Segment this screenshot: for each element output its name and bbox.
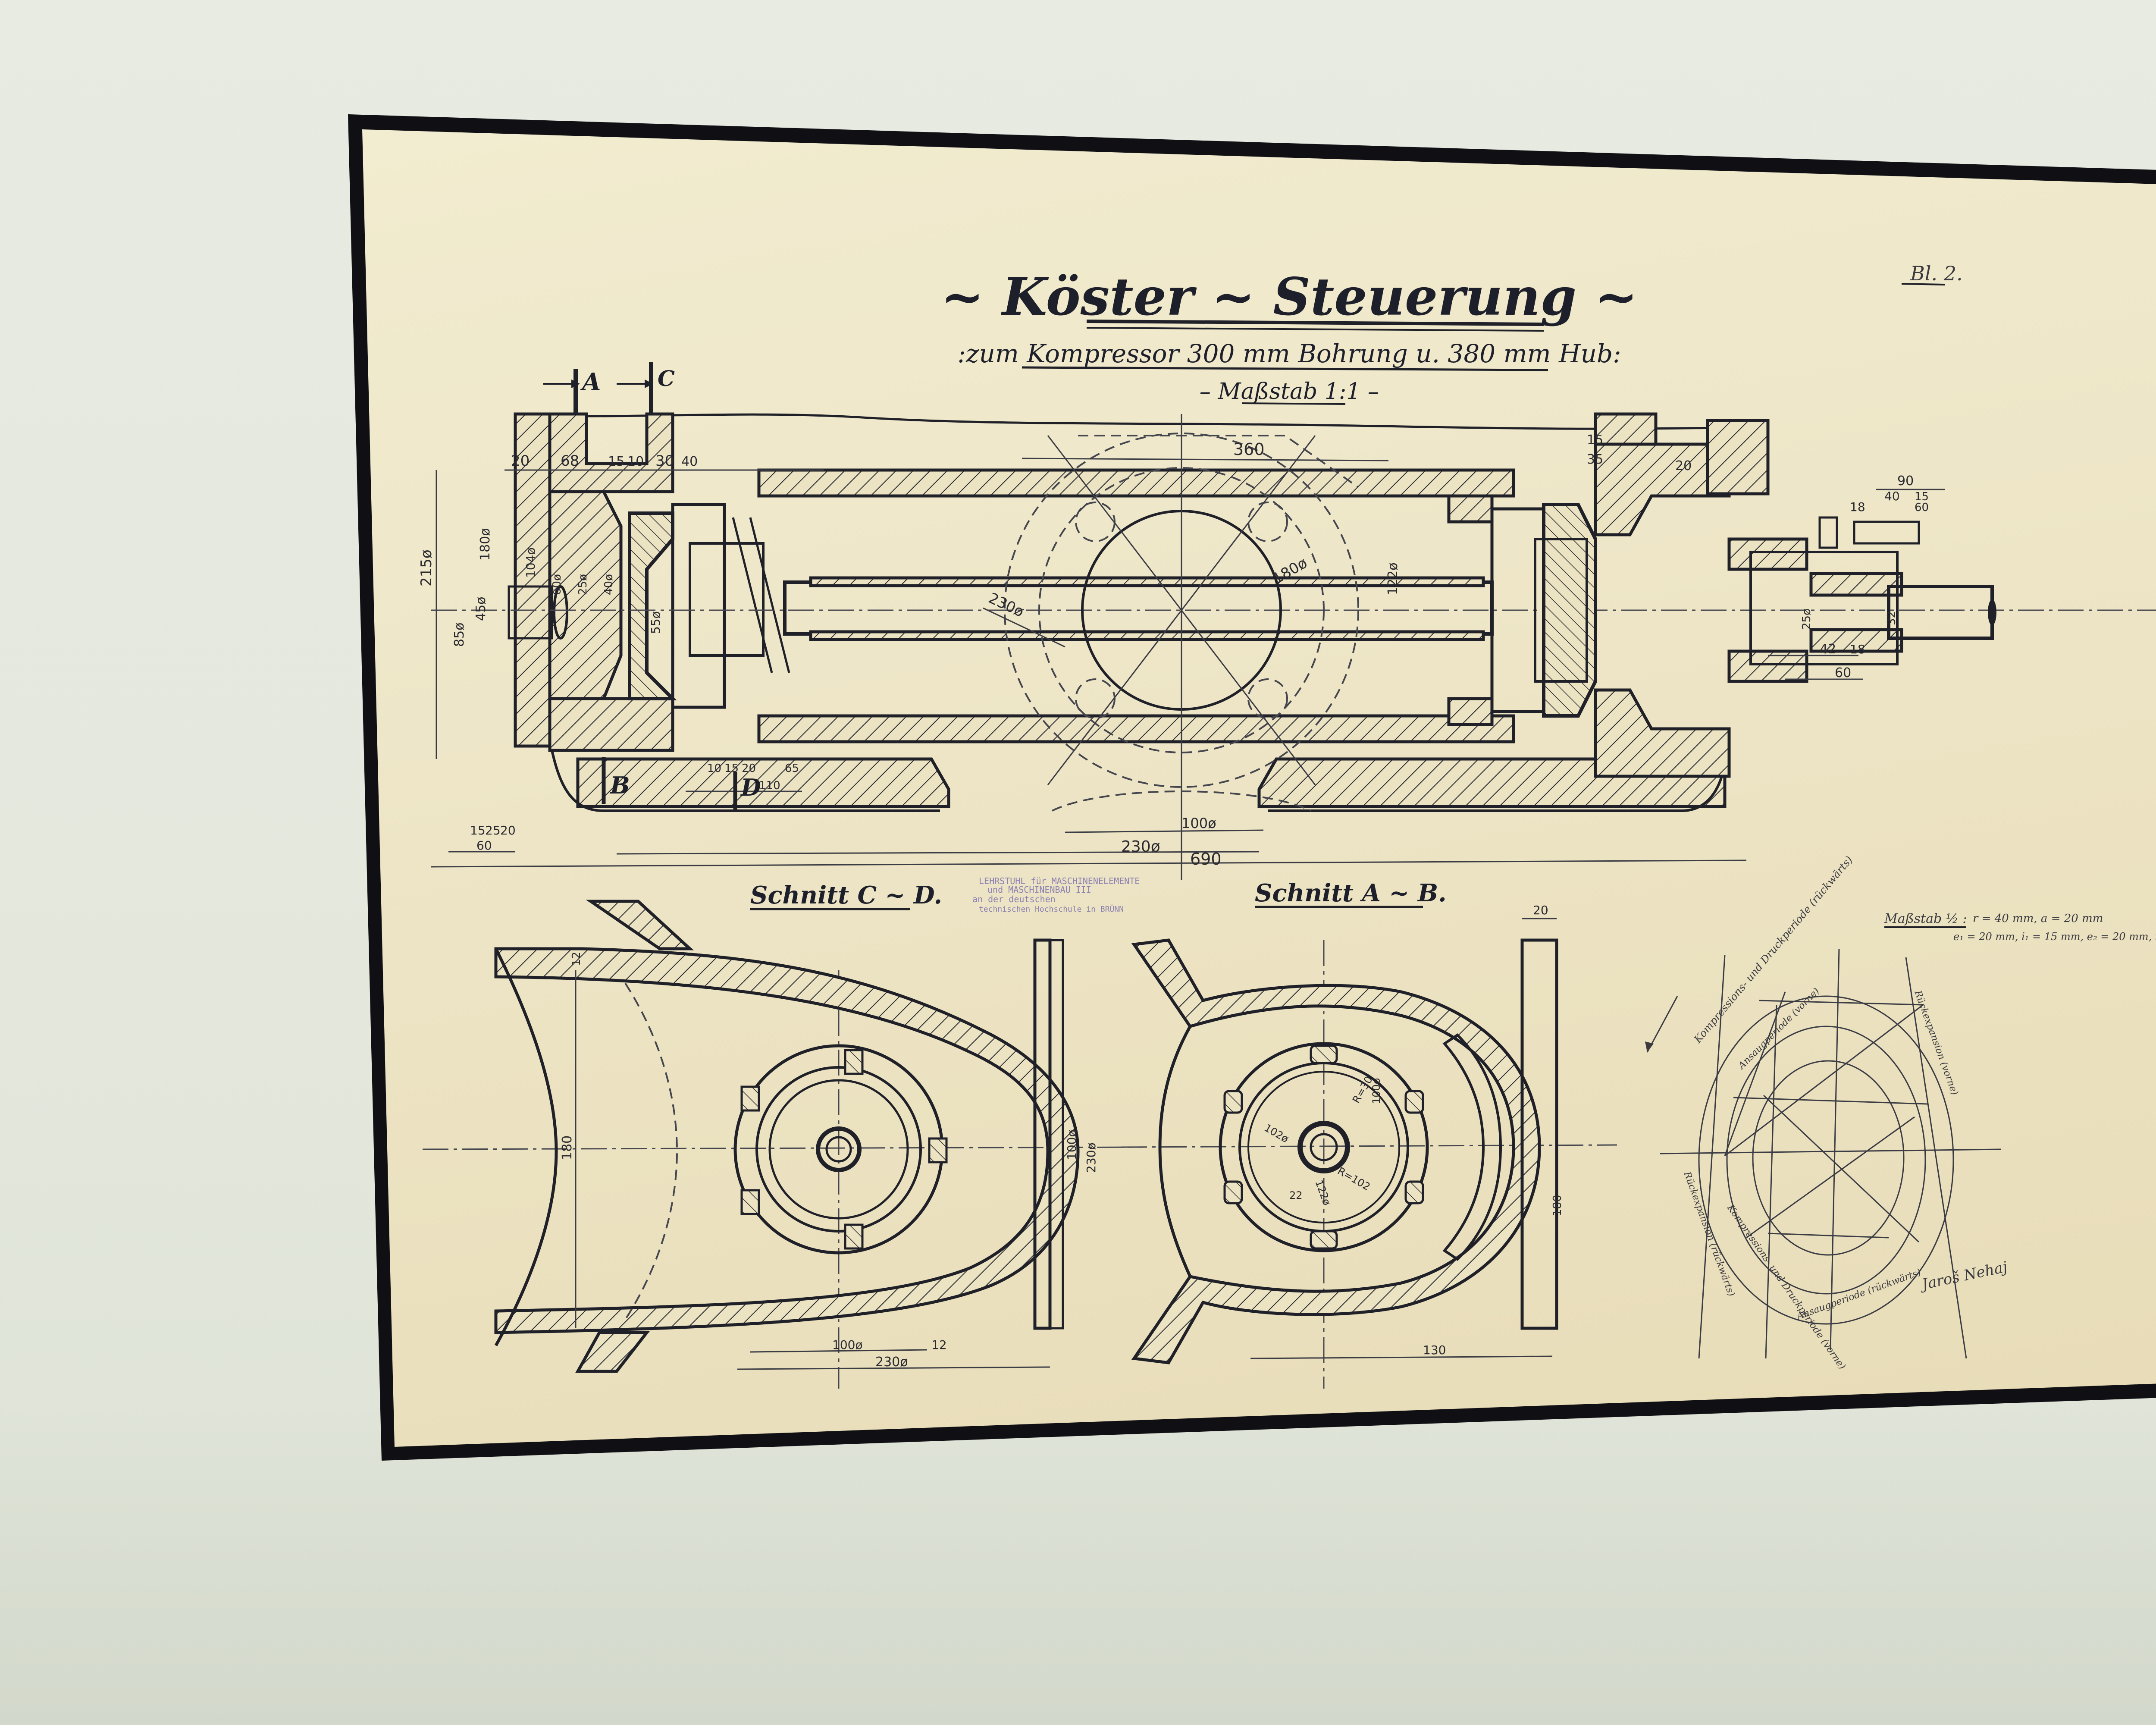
valve-diagram-label: Ansaugperiode (rückwärts) — [1795, 1267, 1923, 1322]
dim-label: 90 — [1897, 474, 1914, 489]
dim-label: 180 — [560, 1135, 575, 1160]
dim-label: 55ø — [649, 611, 663, 634]
signature: Jaroš Nehaj — [1918, 1258, 2009, 1294]
dim-label: 60ø — [551, 574, 564, 595]
section-marker-a: A — [580, 368, 601, 396]
title-block: ~ Köster ~ Steuerung ~ :zum Kompressor 3… — [941, 262, 1963, 405]
section-marker-c: C — [658, 366, 675, 391]
dim-label: 20 — [1533, 903, 1548, 917]
dim-label: 102ø — [1262, 1122, 1291, 1145]
dim-label: 122ø — [1313, 1178, 1333, 1207]
stamp-line: und MASCHINENBAU III — [987, 884, 1091, 895]
valve-diagram-label: Kompressions- und Druckperiode (rückwärt… — [1692, 854, 1855, 1046]
scale-note-line: r = 40 mm, a = 20 mm — [1973, 912, 2103, 925]
stamp-line: an der deutschen — [972, 894, 1056, 904]
dim-label: 100ø — [1370, 1078, 1382, 1104]
dim-label: 18 — [1850, 642, 1865, 656]
dim-label: 12 — [931, 1338, 947, 1352]
dim-label: 35 — [1587, 452, 1603, 467]
dim-label: 690 — [1190, 850, 1222, 869]
dim-label: 20 — [1675, 458, 1692, 474]
dim-label: 42 — [1820, 642, 1836, 657]
section-marker-d: D — [740, 774, 761, 801]
dim-label: 230ø — [1084, 1142, 1098, 1173]
dim-label: 60 — [1915, 501, 1929, 514]
dim-label: 32 — [1885, 611, 1898, 625]
institution-stamp: LEHRSTUHL für MASCHINENELEMENTE und MASC… — [972, 876, 1140, 914]
main-section-dimensions: 20 68 15 10 30 40 360 15 35 20 215ø 180ø… — [418, 433, 1945, 869]
dim-label: 40 — [1884, 489, 1900, 503]
dim-label: 60 — [476, 838, 492, 853]
dim-label: 15 — [470, 823, 486, 837]
dim-label: 12 — [570, 952, 583, 966]
dim-label: 40 — [681, 454, 698, 469]
dim-label: 20 — [742, 762, 756, 775]
dim-label: 25ø — [577, 574, 589, 595]
dim-label: 15 — [1915, 490, 1929, 503]
stamp-line: technischen Hochschule in BRÜNN — [979, 904, 1124, 914]
valve-diagram-label: Kompressions- und Druckperiode (vorne) — [1725, 1202, 1848, 1371]
dim-label: R=102 — [1335, 1165, 1373, 1193]
dim-label: 10 — [627, 454, 644, 469]
dim-label: 10 — [707, 762, 721, 775]
scale-note-label: Maßstab ½ : — [1884, 911, 1967, 926]
dim-label: 85ø — [452, 622, 467, 647]
drawing-scale: – Maßstab 1:1 – — [1200, 379, 1379, 405]
dim-label: 100ø — [1065, 1129, 1079, 1160]
sheet-number: Bl. 2. — [1910, 262, 1963, 285]
dim-label: 25ø — [1800, 608, 1813, 630]
wall-background — [0, 1402, 2156, 1725]
dim-label: 30 — [655, 452, 674, 470]
dim-label: 65 — [785, 762, 799, 775]
dim-label: 100ø — [1181, 815, 1216, 831]
dim-label: 18 — [1850, 500, 1865, 514]
dim-label: 110 — [759, 779, 780, 792]
dim-label: 45ø — [473, 596, 489, 621]
dim-label: 40ø — [602, 574, 615, 595]
scale-note: Maßstab ½ : r = 40 mm, a = 20 mm e₁ = 20… — [1884, 911, 2156, 943]
dim-label: 104ø — [523, 547, 538, 578]
dim-label: 25 — [485, 823, 501, 837]
drawing-title: ~ Köster ~ Steuerung ~ — [941, 267, 1638, 327]
section-markers-bottom: B D — [602, 757, 761, 811]
dim-label: 230ø — [875, 1355, 908, 1370]
dim-label: 130 — [1423, 1343, 1446, 1357]
dim-label: 230ø — [986, 590, 1027, 621]
stamp-line: LEHRSTUHL für MASCHINENELEMENTE — [979, 876, 1140, 886]
section-a-b: Schnitt A ~ B. 20 R=30 102ø R=102 122ø 2… — [1121, 879, 1617, 1389]
valve-diagram-label: Rückexpansion (rückwärts) — [1681, 1170, 1736, 1298]
dim-label: 20 — [511, 452, 530, 470]
main-longitudinal-section — [431, 412, 2156, 880]
section-cd-label: Schnitt C ~ D. — [750, 881, 942, 910]
scale-note-line: e₁ = 20 mm, i₁ = 15 mm, e₂ = 20 mm, i₂ =… — [1953, 931, 2156, 943]
section-c-d: Schnitt C ~ D. 180 100ø 12 230ø 100ø 12 — [422, 881, 1143, 1389]
dim-label: 60 — [1835, 665, 1851, 681]
dim-label: 22 — [1289, 1189, 1303, 1201]
dim-label: 360 — [1233, 440, 1265, 459]
section-marker-b: B — [609, 772, 630, 799]
dim-label: 180ø — [478, 528, 493, 561]
dim-label: 15 — [1587, 433, 1603, 448]
dim-label: 230ø — [1121, 838, 1160, 856]
section-ab-label: Schnitt A ~ B. — [1255, 879, 1447, 907]
dim-label: 215ø — [418, 549, 435, 586]
dim-label: 180 — [1551, 1195, 1564, 1216]
drawing-subtitle: :zum Kompressor 300 mm Bohrung u. 380 mm… — [957, 339, 1621, 368]
dim-label: 15 — [608, 454, 624, 469]
dim-label: 68 — [561, 452, 579, 470]
dim-label: 100ø — [832, 1338, 863, 1352]
dim-label: 122ø — [1385, 562, 1401, 595]
dim-label: 20 — [500, 823, 516, 837]
